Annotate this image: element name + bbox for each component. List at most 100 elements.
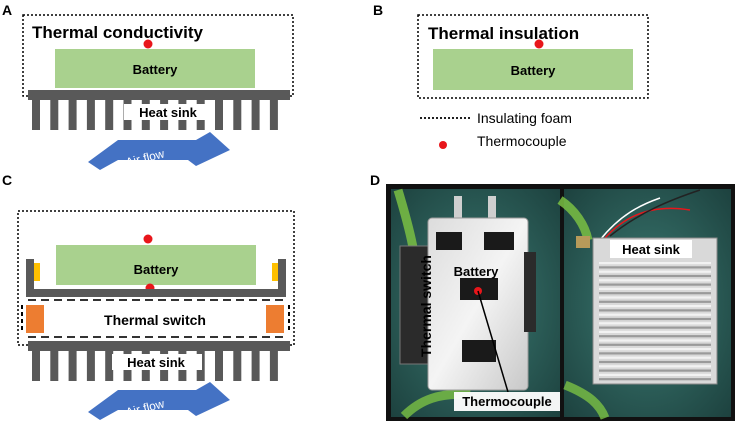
heat-sink-fin xyxy=(599,279,711,282)
air-flow-arrow: Air flow xyxy=(88,382,230,420)
heat-sink-fin xyxy=(105,100,114,130)
heat-sink-fin xyxy=(251,351,260,381)
thermocouple-wire xyxy=(477,290,509,393)
heat-sink-fin xyxy=(599,266,711,269)
thermal-switch-label: Thermal switch xyxy=(418,255,434,357)
battery-label: Battery xyxy=(511,63,557,78)
heat-sink-fin xyxy=(68,351,77,381)
heat-sink-fin xyxy=(86,351,95,381)
heat-sink-fin xyxy=(251,100,260,130)
panel-a: A Thermal conductivity Battery Heat sink… xyxy=(2,2,294,170)
heat-sink-fin xyxy=(599,300,711,303)
pad-left xyxy=(26,305,44,333)
heat-sink-fin xyxy=(599,335,711,338)
thermocouple-label: Thermocouple xyxy=(462,394,552,409)
upper-plate xyxy=(26,289,286,297)
heat-sink-fin xyxy=(269,351,278,381)
heat-sink-fin xyxy=(68,100,77,130)
tape xyxy=(436,232,462,250)
air-flow-arrow: Air flow xyxy=(88,132,230,170)
heat-sink-fin xyxy=(599,378,711,381)
heat-sink-fin xyxy=(599,330,711,333)
thermal-switch-label: Thermal switch xyxy=(104,312,206,328)
heat-sink: Heat sink xyxy=(28,341,290,381)
heat-sink-base xyxy=(28,90,290,100)
heat-sink-fin xyxy=(599,313,711,316)
heat-sink-fin xyxy=(233,351,242,381)
heat-sink-label-bg xyxy=(610,240,692,258)
panel-b-letter: B xyxy=(373,2,383,18)
tape xyxy=(484,232,514,250)
pad-right xyxy=(266,305,284,333)
heat-sink-fin xyxy=(32,100,40,130)
heat-sink-fin xyxy=(105,351,114,381)
heat-sink-fin xyxy=(599,360,711,364)
heat-sink-fin xyxy=(215,351,223,381)
heat-sink-fin xyxy=(599,352,711,355)
thermocouple-dot xyxy=(534,39,544,49)
panel-d: D Battery Thermal switch Thermocouple xyxy=(370,172,735,421)
legend: Insulating foam Thermocouple xyxy=(420,110,572,149)
clip-right xyxy=(272,263,278,281)
panel-d-letter: D xyxy=(370,172,380,188)
panel-c: C Battery Thermal switch Heat sink Air f… xyxy=(2,172,295,420)
heat-sink-label: Heat sink xyxy=(622,242,681,257)
heat-sink-fin xyxy=(599,296,711,299)
battery-label: Battery xyxy=(134,262,180,277)
battery xyxy=(433,49,633,90)
heat-sink-fin xyxy=(599,283,711,286)
heat-sink-label-bg xyxy=(112,354,202,370)
connector xyxy=(576,236,590,248)
upper-plate-wall-left xyxy=(26,259,34,297)
heat-sink-fin xyxy=(599,326,711,329)
legend-foam-label: Insulating foam xyxy=(477,110,572,126)
heat-sink-fin xyxy=(599,287,711,290)
thermocouple-dot xyxy=(143,39,153,49)
heat-sink-fin xyxy=(233,100,242,130)
panel-c-letter: C xyxy=(2,172,12,188)
panel-b-title: Thermal insulation xyxy=(428,24,579,43)
heat-sink-fin xyxy=(599,317,711,321)
battery-label: Battery xyxy=(454,264,500,279)
heat-sink-fin xyxy=(269,100,278,130)
hose xyxy=(563,380,610,420)
thermocouple-dot xyxy=(143,234,153,244)
battery-label: Battery xyxy=(133,62,179,77)
battery-tab xyxy=(454,196,462,224)
heat-sink-fin xyxy=(599,365,711,368)
heat-sink-fin xyxy=(599,270,711,273)
heat-sink-fin xyxy=(599,309,711,312)
heat-sink-base xyxy=(28,341,290,351)
heat-sink-fin xyxy=(599,343,711,346)
heat-sink-label-bg xyxy=(124,104,214,120)
panel-b: B Thermal insulation Battery xyxy=(373,2,649,99)
legend-thermocouple-swatch xyxy=(439,141,447,149)
tape xyxy=(462,340,496,362)
battery xyxy=(55,49,255,88)
heat-sink-fin xyxy=(599,262,711,265)
heat-sink-fin xyxy=(50,351,59,381)
clip-left xyxy=(34,263,40,281)
heat-sink-fin xyxy=(215,100,223,130)
heat-sink-fin xyxy=(599,348,711,351)
heat-sink: Heat sink xyxy=(28,90,290,130)
heat-sink-fin xyxy=(32,351,40,381)
heat-sink-fin xyxy=(599,339,711,342)
heat-sink-label: Heat sink xyxy=(127,355,186,370)
upper-plate-wall-right xyxy=(278,259,286,297)
legend-thermocouple-label: Thermocouple xyxy=(477,133,567,149)
heat-sink-fin xyxy=(599,274,711,278)
panel-a-letter: A xyxy=(2,2,12,18)
battery xyxy=(56,245,256,285)
heat-sink-fin xyxy=(599,322,711,325)
heat-sink-fin xyxy=(86,100,95,130)
insulating-foam-outline xyxy=(417,14,649,99)
thermocouple-label-bg xyxy=(454,392,560,411)
heat-sink-fin xyxy=(599,373,711,376)
side-plate xyxy=(524,252,536,332)
heat-sink-fin xyxy=(599,305,711,308)
heat-sink-fin xyxy=(599,369,711,372)
battery-tab xyxy=(488,196,496,224)
panel-a-title: Thermal conductivity xyxy=(32,23,204,42)
